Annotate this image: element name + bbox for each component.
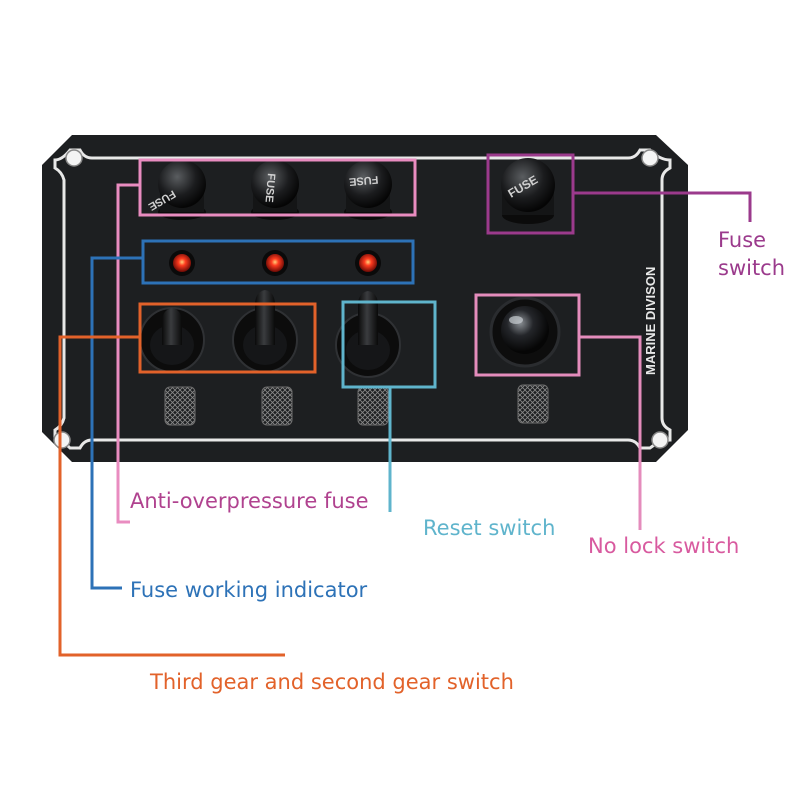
brand-text: MARINE DIVISON bbox=[643, 267, 658, 375]
highlight-box-fuses bbox=[138, 158, 417, 217]
indicator-led-3 bbox=[355, 250, 381, 276]
anti-overpressure-fuse-label: Anti-overpressure fuse bbox=[130, 489, 369, 513]
fuse-holder-2: FUSE bbox=[251, 160, 299, 220]
label-plate-4 bbox=[517, 384, 549, 424]
mounting-hole-bottom-left bbox=[53, 431, 71, 449]
third-second-gear-switch-label: Third gear and second gear switch bbox=[150, 670, 514, 694]
label-plate-3 bbox=[357, 386, 389, 426]
fuse-cap-label: FUSE bbox=[349, 173, 379, 188]
toggle-switch-reset bbox=[335, 291, 401, 378]
panel-trim bbox=[53, 148, 672, 450]
toggle-switch-1 bbox=[139, 307, 205, 373]
fuse-switch-label: Fuse switch bbox=[718, 226, 785, 282]
mounting-hole-top-right bbox=[641, 149, 659, 167]
fuse-cap-label: FUSE bbox=[262, 173, 277, 203]
fuse-switch-label-line2: switch bbox=[718, 256, 786, 280]
highlight-box-indicators bbox=[141, 239, 415, 285]
no-lock-switch-label: No lock switch bbox=[588, 534, 740, 558]
leader-line-anti-overpressure bbox=[116, 183, 140, 524]
highlight-box-no-lock-switch bbox=[474, 293, 581, 377]
fuse-working-indicator-label: Fuse working indicator bbox=[130, 578, 368, 602]
indicator-led-2 bbox=[262, 250, 288, 276]
fuse-switch-label-line1: Fuse bbox=[718, 228, 767, 252]
label-plate-2 bbox=[261, 386, 293, 426]
indicator-led-1 bbox=[169, 250, 195, 276]
mounting-hole-bottom-right bbox=[651, 431, 669, 449]
fuse-switch-holder: FUSE bbox=[501, 158, 555, 224]
leader-line-no-lock bbox=[579, 335, 642, 530]
mounting-hole-top-left bbox=[65, 149, 83, 167]
leader-line-gear-switch bbox=[58, 335, 285, 657]
leader-line-indicator bbox=[90, 256, 143, 590]
fuse-holder-3: FUSE bbox=[344, 160, 392, 220]
push-button-switch bbox=[489, 296, 561, 368]
reset-switch-label: Reset switch bbox=[423, 516, 556, 540]
label-plate-1 bbox=[164, 386, 196, 426]
leader-line-fuse-switch bbox=[573, 191, 752, 222]
